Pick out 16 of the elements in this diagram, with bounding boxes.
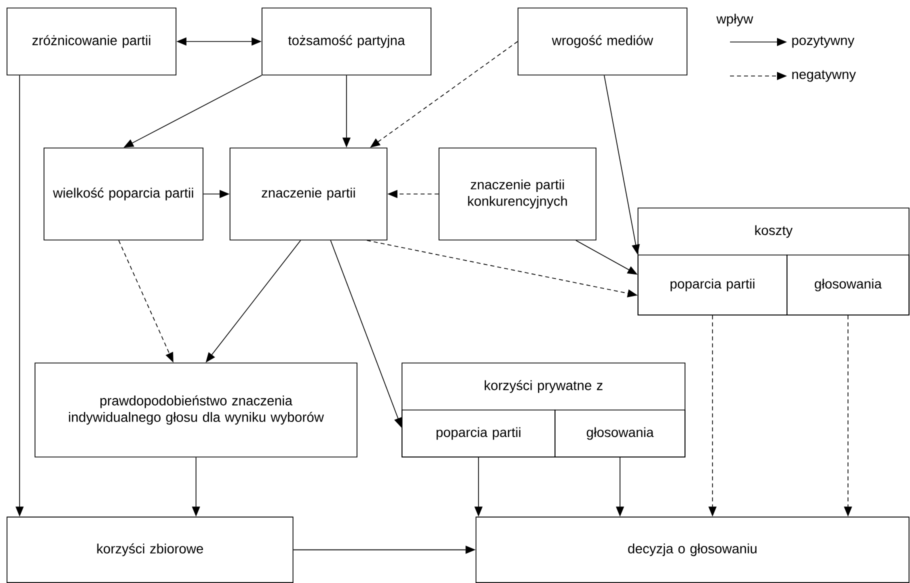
factor-box: wielkość poparcia partii — [44, 148, 204, 240]
benefit-cell: poparcia partii — [402, 410, 556, 458]
legend-label: negatywny — [792, 70, 856, 82]
benefit-cell: głosowania — [554, 410, 686, 458]
factor-box: tożsamość partyjna — [262, 8, 432, 76]
factor-box: znaczenie partii — [230, 148, 388, 240]
factor-box: zróżnicowanie partii — [6, 8, 176, 76]
factor-box: znaczenie partii konkurencyjnych — [438, 148, 596, 240]
cost-cell: głosowania — [786, 254, 910, 316]
legend-title: wpływ — [716, 14, 754, 26]
decision-box: decyzja o głosowaniu — [476, 516, 910, 583]
factor-box: korzyści zbiorowe — [6, 516, 294, 583]
factor-box: prawdopodobieństwo znaczenia indywidualnego głosu dla wyniku wyborów — [34, 362, 358, 458]
legend-label: pozytywny — [792, 36, 854, 48]
factor-box: wrogość mediów — [518, 8, 688, 76]
cost-cell: poparcia partii — [638, 254, 788, 316]
